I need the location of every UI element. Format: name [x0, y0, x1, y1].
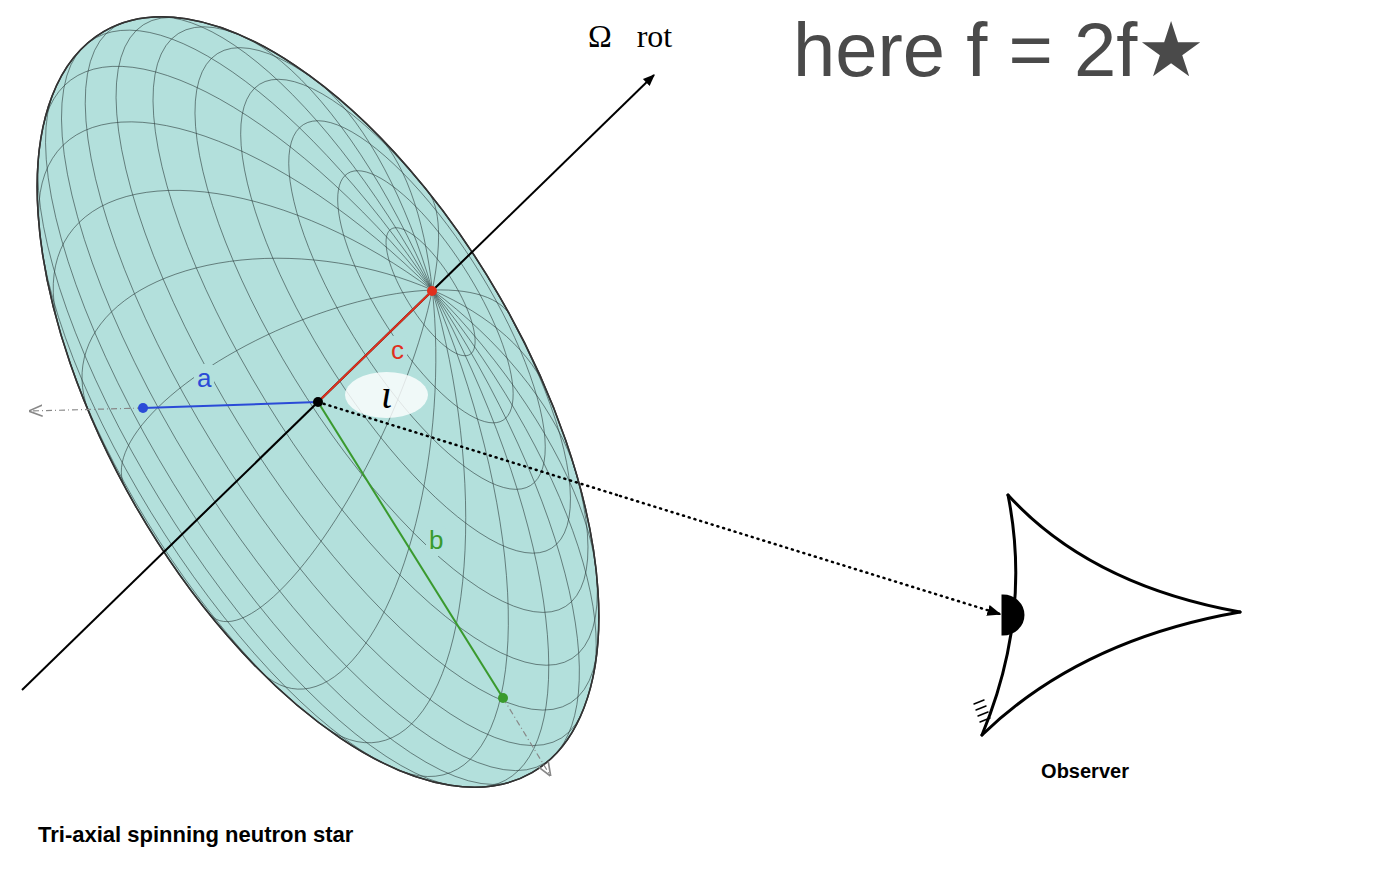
line-of-sight-arrow — [620, 496, 1000, 614]
eye-symbol — [974, 495, 1240, 735]
axis-b-end — [498, 693, 508, 703]
grid-line — [429, 192, 439, 290]
grid-line — [121, 290, 432, 489]
inclination-label: ι — [345, 372, 428, 418]
grid-line — [241, 79, 571, 553]
grid-line — [319, 290, 466, 743]
grid-line — [393, 290, 509, 776]
grid-line — [61, 47, 553, 770]
grid-line — [116, 17, 598, 710]
axis-a-extension — [30, 408, 143, 411]
grid-line — [39, 122, 433, 290]
pole-dot — [427, 286, 437, 296]
grid-line — [153, 27, 597, 665]
axis-b — [318, 402, 503, 698]
grid-line — [432, 290, 548, 787]
axis-a-end — [138, 403, 148, 413]
grid-line — [317, 81, 432, 290]
star-body — [0, 0, 714, 878]
grid-line — [154, 17, 432, 290]
axis-b-extension — [503, 698, 550, 775]
observer-node: Observer — [1000, 490, 1245, 805]
axis-c-label: c — [388, 336, 407, 366]
grid-line — [53, 190, 432, 332]
frequency-note: here f = 2f★ — [790, 6, 1208, 93]
axis-a-label: a — [194, 364, 214, 394]
grid-line — [85, 23, 581, 746]
axis-b-label: b — [426, 526, 446, 556]
grid-line — [289, 121, 546, 490]
star-caption: Tri-axial spinning neutron star — [38, 822, 353, 847]
grid-line — [43, 66, 432, 290]
sight-line-inner — [318, 402, 620, 496]
rotation-axis — [22, 75, 654, 690]
grid-line — [83, 30, 432, 290]
grid-line — [432, 290, 575, 471]
axis-a — [143, 402, 318, 408]
observer-label: Observer — [1041, 760, 1129, 783]
grid-line — [46, 89, 514, 784]
grid-line — [207, 290, 432, 622]
star-outline — [0, 0, 714, 878]
grid-line — [379, 136, 433, 290]
star-node: Tri-axial spinning neutron star — [20, 10, 620, 875]
grid-line — [257, 290, 435, 689]
grid-line — [82, 258, 432, 417]
omega-rot-label: Ω⃗rot — [585, 18, 675, 55]
grid-line — [195, 48, 588, 613]
grid-line — [432, 290, 579, 757]
